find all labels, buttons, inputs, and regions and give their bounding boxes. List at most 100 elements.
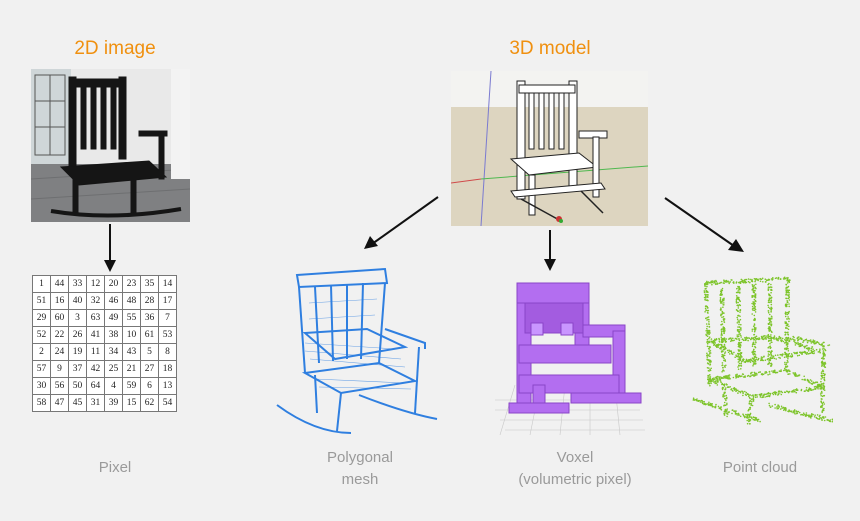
point-cloud-dot xyxy=(795,352,798,355)
point-cloud-dot xyxy=(717,344,719,347)
pixel-cell: 6 xyxy=(140,377,159,395)
point-cloud-dot xyxy=(746,416,749,419)
point-cloud-dot xyxy=(744,336,746,339)
point-cloud-dot xyxy=(723,414,726,416)
point-cloud-dot xyxy=(713,377,715,379)
point-cloud-dot xyxy=(822,361,824,364)
point-cloud-dot xyxy=(795,342,798,345)
point-cloud-dot xyxy=(705,283,708,286)
point-cloud-dot xyxy=(747,395,750,397)
point-cloud-dot xyxy=(740,368,742,370)
point-cloud-dot xyxy=(759,396,762,398)
point-cloud-dot xyxy=(740,336,742,338)
point-cloud-dot xyxy=(712,377,714,380)
point-cloud-dot xyxy=(705,305,707,308)
point-cloud-dot xyxy=(734,389,736,391)
point-cloud-dot xyxy=(779,354,781,356)
point-cloud-dot xyxy=(722,326,725,328)
point-cloud-dot xyxy=(747,359,749,361)
point-cloud-dot xyxy=(818,343,821,346)
point-cloud-dot xyxy=(714,342,716,344)
point-cloud-dot xyxy=(796,389,799,391)
arrow-to-mesh xyxy=(364,196,439,249)
pixel-cell: 1 xyxy=(32,275,51,293)
point-cloud-dot xyxy=(752,353,754,356)
point-cloud-dot xyxy=(823,352,825,354)
point-cloud-dot xyxy=(714,283,717,285)
point-cloud-dot xyxy=(709,377,711,380)
pixel-cell: 50 xyxy=(68,377,87,395)
point-cloud-dot xyxy=(815,416,818,419)
point-cloud-dot xyxy=(810,380,813,382)
point-cloud-dot xyxy=(709,352,712,354)
point-cloud-dot xyxy=(756,338,758,340)
point-cloud-dot xyxy=(737,358,739,361)
point-cloud-dot xyxy=(786,359,789,362)
point-cloud-dot xyxy=(749,400,752,402)
point-cloud-dot xyxy=(727,351,730,354)
point-cloud-dot xyxy=(782,353,784,356)
point-cloud-dot xyxy=(759,394,762,397)
point-cloud-dot xyxy=(738,362,741,365)
point-cloud-dot xyxy=(745,339,747,341)
point-cloud-dot xyxy=(779,278,782,280)
point-cloud-dot xyxy=(723,359,725,362)
point-cloud-dot xyxy=(788,369,790,371)
point-cloud-dot xyxy=(709,403,711,405)
point-cloud-dot xyxy=(767,283,769,286)
point-cloud-dot xyxy=(708,382,711,385)
point-cloud-dot xyxy=(726,402,728,405)
point-cloud-dot xyxy=(821,410,823,413)
point-cloud-dot xyxy=(764,335,766,337)
point-cloud-dot xyxy=(809,381,811,384)
point-cloud-dot xyxy=(772,393,775,396)
point-cloud-dot xyxy=(817,385,820,388)
point-cloud-dot xyxy=(799,342,802,345)
point-cloud-dot xyxy=(740,278,743,281)
pixel-cell: 31 xyxy=(86,394,105,412)
point-cloud-dot xyxy=(824,373,826,376)
chair-photo xyxy=(31,69,190,222)
point-cloud-dot xyxy=(706,332,708,334)
point-cloud-dot xyxy=(736,304,738,307)
point-cloud-dot xyxy=(748,337,751,339)
point-cloud-dot xyxy=(767,347,769,349)
point-cloud-dot xyxy=(770,323,773,325)
point-cloud-dot xyxy=(757,418,760,421)
point-cloud-dot xyxy=(750,359,752,362)
point-cloud-dot xyxy=(735,295,738,297)
point-cloud-dot xyxy=(821,370,823,373)
point-cloud-dot xyxy=(752,350,755,352)
point-cloud-dot xyxy=(751,284,754,286)
point-cloud-dot xyxy=(706,311,709,314)
point-cloud-dot xyxy=(821,402,824,405)
point-cloud-dot xyxy=(763,356,765,358)
point-cloud-dot xyxy=(755,327,757,329)
point-cloud-dot xyxy=(812,339,815,341)
point-cloud-dot xyxy=(778,390,781,392)
point-cloud-dot xyxy=(723,312,725,314)
point-cloud-dot xyxy=(725,375,728,377)
point-cloud-dot xyxy=(720,406,722,408)
arrow-down-pixel xyxy=(104,224,116,272)
point-cloud-dot xyxy=(707,341,710,343)
point-cloud-dot xyxy=(775,277,778,279)
pixel-cell: 23 xyxy=(122,275,141,293)
point-cloud-dot xyxy=(809,339,812,341)
point-cloud-dot xyxy=(738,320,740,322)
point-cloud-dot xyxy=(731,389,734,392)
pixel-cell: 26 xyxy=(68,326,87,344)
point-cloud-dot xyxy=(744,280,747,283)
point-cloud-dot xyxy=(729,281,732,283)
point-cloud-dot xyxy=(721,388,724,391)
point-cloud-dot xyxy=(720,324,722,326)
point-cloud-dot xyxy=(709,380,712,382)
point-cloud-dot xyxy=(803,346,806,349)
point-cloud-dot xyxy=(768,392,770,394)
point-cloud-dot xyxy=(751,404,754,407)
point-cloud-dot xyxy=(810,414,813,416)
point-cloud-dot xyxy=(775,358,777,360)
point-cloud-dot xyxy=(738,333,740,336)
point-cloud-dot xyxy=(772,370,775,373)
point-cloud-dot xyxy=(752,397,755,399)
